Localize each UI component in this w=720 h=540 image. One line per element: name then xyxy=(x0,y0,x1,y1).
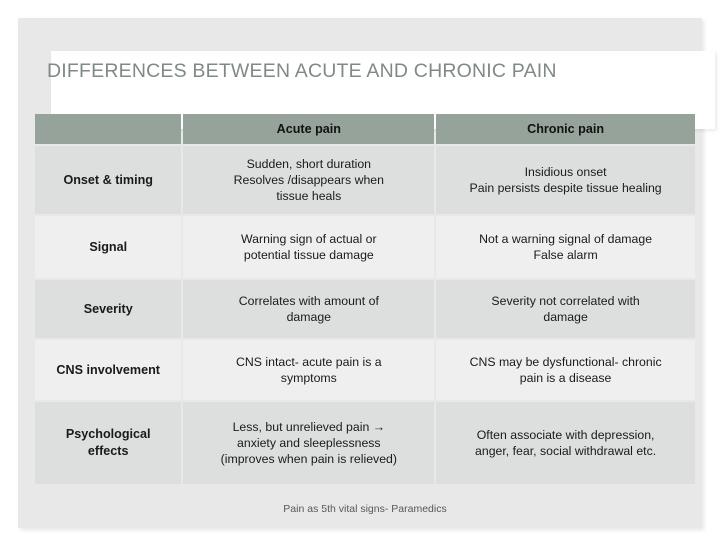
cell-line: CNS intact- acute pain is a xyxy=(236,354,382,369)
cell-signal-acute: Warning sign of actual or potential tiss… xyxy=(183,216,435,278)
cell-line: Resolves /disappears when xyxy=(233,172,384,187)
cell-line: Warning sign of actual or xyxy=(241,231,377,246)
column-header-chronic-pain: Chronic pain xyxy=(436,114,695,144)
cell-line: (improves when pain is relieved) xyxy=(220,452,397,467)
column-header-label xyxy=(35,114,182,144)
table-row: Psychological effects Less, but unreliev… xyxy=(35,402,695,484)
cell-line: damage xyxy=(543,310,588,324)
cell-line: anger, fear, social withdrawal etc. xyxy=(475,444,657,458)
cell-line: effects xyxy=(87,444,129,458)
cell-line: symptoms xyxy=(280,371,337,385)
table-row: Signal Warning sign of actual or potenti… xyxy=(35,216,695,278)
cell-line: Severity not correlated with xyxy=(491,293,640,308)
cell-line: CNS may be dysfunctional- chronic xyxy=(469,354,662,369)
table-row: CNS involvement CNS intact- acute pain i… xyxy=(35,340,695,400)
cell-severity-acute: Correlates with amount of damage xyxy=(183,280,435,338)
slide-footer: Pain as 5th vital signs- Paramedics xyxy=(283,503,447,515)
cell-line: Less, but unrelieved pain → xyxy=(232,419,386,434)
cell-line: Correlates with amount of xyxy=(238,293,379,308)
cell-line: Not a warning signal of damage xyxy=(479,231,653,246)
cell-signal-chronic: Not a warning signal of damage False ala… xyxy=(436,216,695,278)
table-row: Severity Correlates with amount of damag… xyxy=(35,280,695,338)
cell-cns-acute: CNS intact- acute pain is a symptoms xyxy=(183,340,435,400)
page-title: DIFFERENCES BETWEEN ACUTE AND CHRONIC PA… xyxy=(47,60,557,82)
cell-line: False alarm xyxy=(533,248,598,262)
cell-onset-acute: Sudden, short duration Resolves /disappe… xyxy=(183,146,435,214)
table-row: Onset & timing Sudden, short duration Re… xyxy=(35,146,695,214)
cell-line: Often associate with depression, xyxy=(476,427,655,442)
cell-psychological-acute: Less, but unrelieved pain → anxiety and … xyxy=(183,402,435,484)
cell-onset-chronic: Insidious onset Pain persists despite ti… xyxy=(436,146,695,214)
cell-line: anxiety and sleeplessness xyxy=(237,435,381,450)
cell-line: damage xyxy=(286,310,332,324)
cell-line: Sudden, short duration xyxy=(246,156,372,171)
row-label-cns-involvement: CNS involvement xyxy=(35,340,182,400)
row-label-onset-timing: Onset & timing xyxy=(35,146,182,214)
cell-psychological-chronic: Often associate with depression, anger, … xyxy=(436,402,695,484)
cell-line: Pain persists despite tissue healing xyxy=(469,181,662,195)
cell-line: potential tissue damage xyxy=(243,248,374,262)
row-label-psychological-effects: Psychological effects xyxy=(35,402,182,484)
cell-line: tissue heals xyxy=(276,189,342,204)
cell-line: Psychological xyxy=(65,427,151,442)
table-header-row: Acute pain Chronic pain xyxy=(35,114,695,144)
cell-line: Insidious onset xyxy=(524,164,607,179)
table-header: Acute pain Chronic pain xyxy=(35,114,695,144)
row-label-signal: Signal xyxy=(35,216,182,278)
cell-severity-chronic: Severity not correlated with damage xyxy=(436,280,695,338)
row-label-severity: Severity xyxy=(35,280,182,338)
comparison-table: Acute pain Chronic pain Onset & timing S… xyxy=(33,112,697,486)
cell-line: pain is a disease xyxy=(519,371,612,385)
cell-cns-chronic: CNS may be dysfunctional- chronic pain i… xyxy=(436,340,695,400)
column-header-acute-pain: Acute pain xyxy=(183,114,435,144)
table-body: Onset & timing Sudden, short duration Re… xyxy=(35,146,695,484)
